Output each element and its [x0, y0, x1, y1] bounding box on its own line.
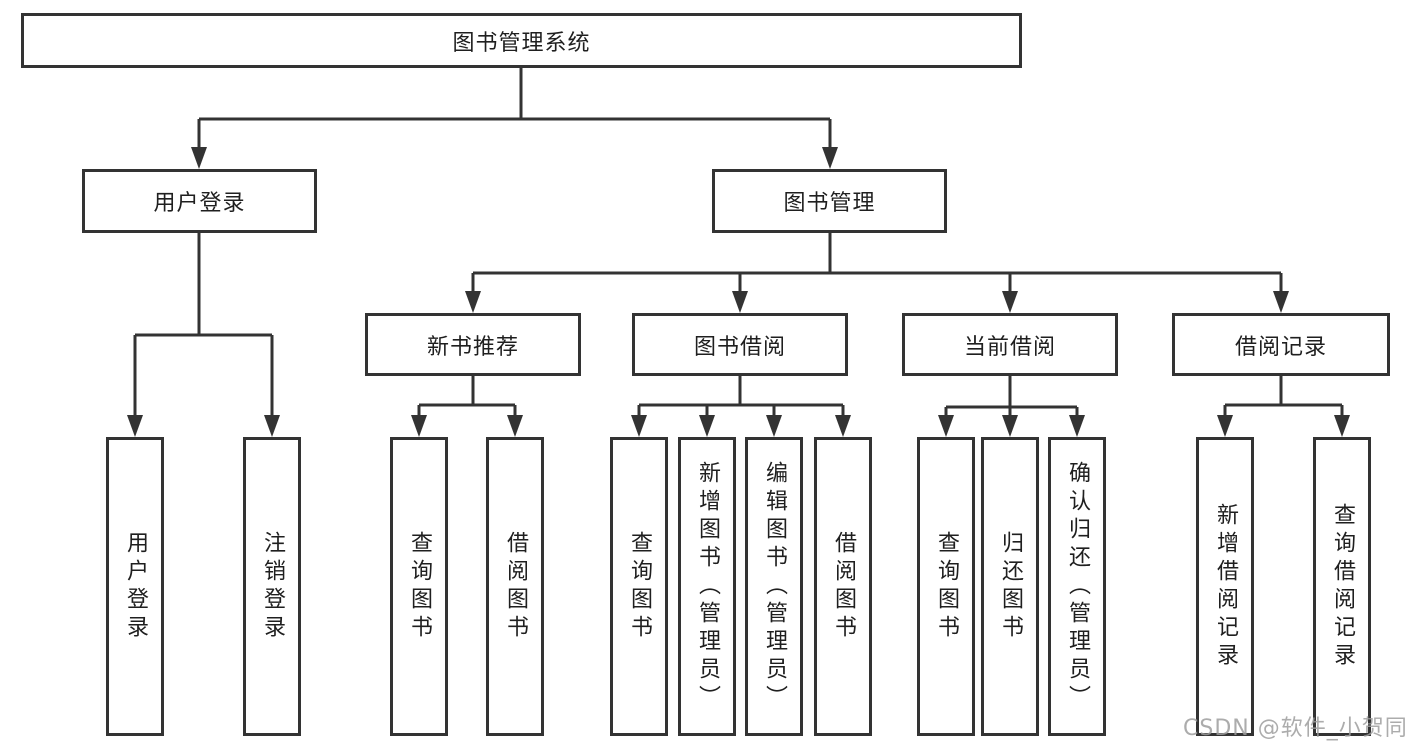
node-label: 图书管理系统: [452, 30, 591, 56]
node-label: 查询图书: [627, 530, 652, 643]
node-label: 编辑图书（管理员）: [762, 460, 787, 713]
node-label: 查询借阅记录: [1330, 502, 1355, 671]
node-book-management-module: 图书管理: [712, 169, 947, 233]
node-label: 借阅记录: [1234, 334, 1327, 360]
node-leaf-nbr-borrow-books: 借阅图书: [486, 437, 544, 736]
node-label: 图书借阅: [693, 334, 786, 360]
node-book-borrowing: 图书借阅: [632, 313, 848, 376]
node-label: 借阅图书: [503, 530, 528, 643]
node-leaf-nbr-query-books: 查询图书: [390, 437, 448, 736]
node-leaf-cb-return-books: 归还图书: [981, 437, 1039, 736]
node-current-borrowing: 当前借阅: [902, 313, 1118, 376]
node-user-login-module: 用户登录: [82, 169, 317, 233]
node-label: 用户登录: [123, 530, 148, 643]
node-leaf-cb-query-books: 查询图书: [917, 437, 975, 736]
node-label: 新增图书（管理员）: [695, 460, 720, 713]
node-label: 查询图书: [407, 530, 432, 643]
node-label: 查询图书: [934, 530, 959, 643]
node-leaf-br-query-record: 查询借阅记录: [1313, 437, 1371, 736]
node-leaf-logout: 注销登录: [243, 437, 301, 736]
node-label: 当前借阅: [963, 334, 1056, 360]
node-label: 新增借阅记录: [1213, 502, 1238, 671]
node-label: 确认归还（管理员）: [1065, 460, 1090, 713]
node-borrowing-records: 借阅记录: [1172, 313, 1390, 376]
node-leaf-br-add-record: 新增借阅记录: [1196, 437, 1254, 736]
node-label: 用户登录: [153, 191, 246, 216]
node-leaf-bb-borrow-books: 借阅图书: [814, 437, 872, 736]
node-leaf-cb-confirm-return-admin: 确认归还（管理员）: [1048, 437, 1106, 736]
node-library-management-system: 图书管理系统: [21, 13, 1022, 68]
node-label: 图书管理: [783, 191, 876, 216]
node-label: 注销登录: [260, 530, 285, 643]
node-leaf-user-login: 用户登录: [106, 437, 164, 736]
node-leaf-bb-add-books-admin: 新增图书（管理员）: [678, 437, 736, 736]
node-leaf-bb-query-books: 查询图书: [610, 437, 668, 736]
node-leaf-bb-edit-books-admin: 编辑图书（管理员）: [745, 437, 803, 736]
node-label: 新书推荐: [426, 334, 519, 360]
node-label: 借阅图书: [831, 530, 856, 643]
watermark-text: CSDN @软件_小贺同学: [1183, 716, 1405, 741]
node-new-book-recommendation: 新书推荐: [365, 313, 581, 376]
node-label: 归还图书: [998, 530, 1023, 643]
